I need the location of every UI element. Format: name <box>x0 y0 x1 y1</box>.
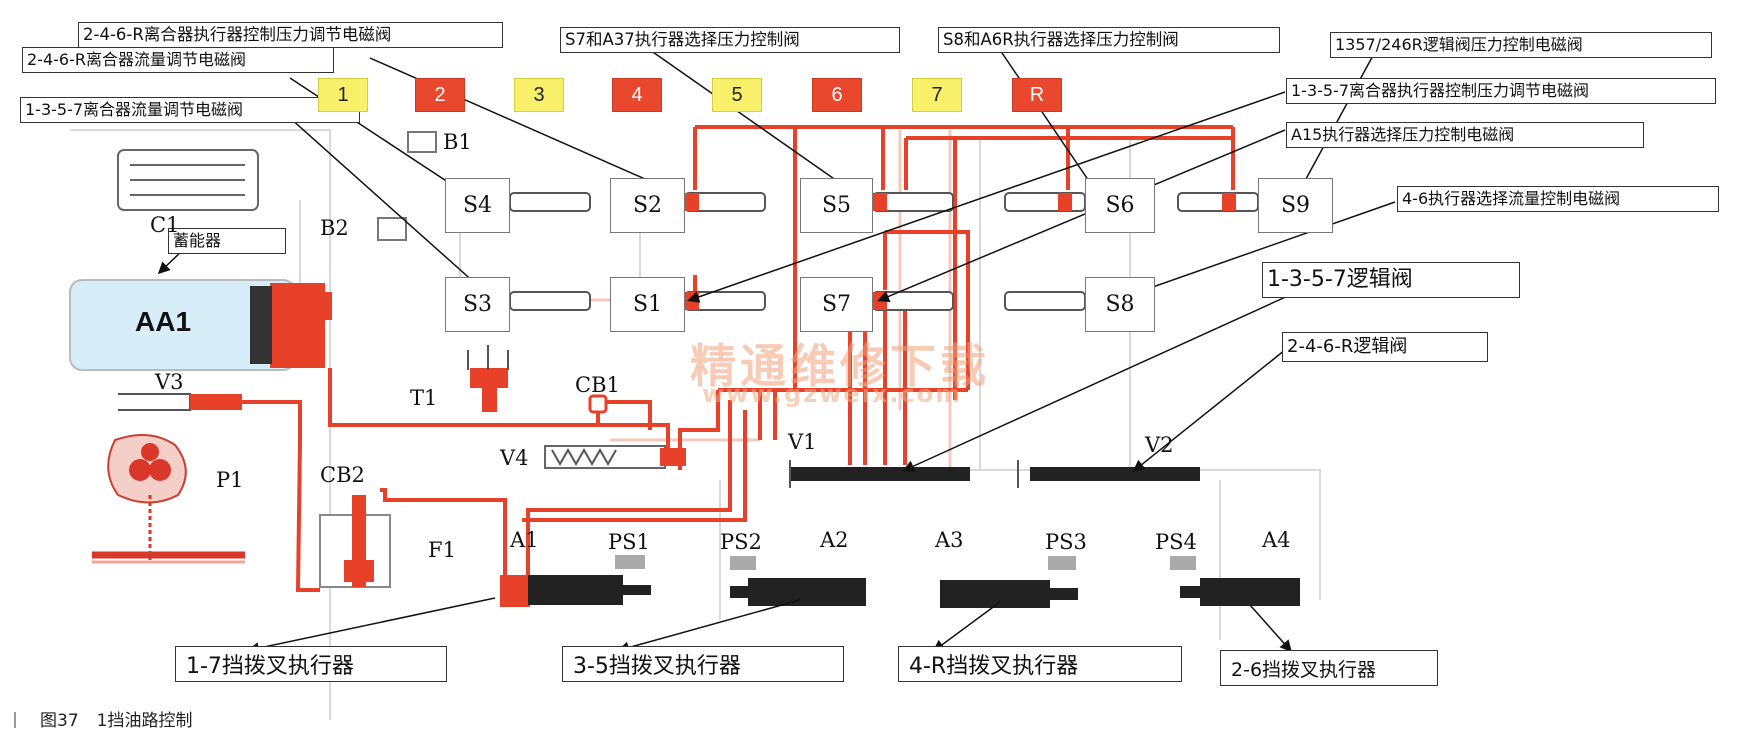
figure-caption: 图37 1挡油路控制 <box>14 706 192 731</box>
callout-246r-exec-pressure: 2-4-6-R离合器执行器控制压力调节电磁阀 <box>78 22 503 48</box>
callout-1357-exec-pressure: 1-3-5-7离合器执行器控制压力调节电磁阀 <box>1286 78 1716 104</box>
solenoid-s9: S9 <box>1258 178 1333 233</box>
callout-s8-a6r: S8和A6R执行器选择压力控制阀 <box>938 27 1280 53</box>
callout-accumulator: 蓄能器 <box>168 228 286 254</box>
label-b1: B1 <box>443 130 472 154</box>
label-ps3: PS3 <box>1045 530 1087 554</box>
fork-label-1-7: 1-7挡拨叉执行器 <box>175 646 447 682</box>
label-aa1: AA1 <box>135 306 192 337</box>
label-t1: T1 <box>410 386 438 410</box>
valve-t1 <box>467 345 509 412</box>
label-cb1: CB1 <box>575 373 620 397</box>
figure-title: 1挡油路控制 <box>96 711 193 731</box>
logic-valve-v2 <box>1017 460 1200 488</box>
clutch-c1 <box>117 149 259 211</box>
solenoid-plungers <box>509 192 1259 311</box>
valve-v3 <box>118 393 242 411</box>
label-v1: V1 <box>788 430 817 454</box>
filter-f1 <box>319 495 391 588</box>
actuator-a4 <box>1170 556 1300 606</box>
callout-246r-flow: 2-4-6-R离合器流量调节电磁阀 <box>22 47 334 73</box>
gear-box-5: 5 <box>712 78 762 112</box>
box-b1 <box>407 131 437 153</box>
label-p1: P1 <box>216 468 244 492</box>
callout-logic-246r: 2-4-6-R逻辑阀 <box>1282 332 1488 362</box>
label-f1: F1 <box>428 538 456 562</box>
solenoid-s3: S3 <box>445 277 510 332</box>
actuator-a1 <box>500 555 651 607</box>
label-a3: A3 <box>935 528 964 552</box>
label-a2: A2 <box>820 528 849 552</box>
label-v2: V2 <box>1145 433 1174 457</box>
label-ps1: PS1 <box>608 530 650 554</box>
actuator-a2 <box>730 556 866 606</box>
watermark-url: www.gzweix.com <box>702 380 963 408</box>
label-a1: A1 <box>510 528 539 552</box>
check-valve-cb1 <box>588 394 608 414</box>
gear-box-6: 6 <box>812 78 862 112</box>
callout-s7-a37: S7和A37执行器选择压力控制阀 <box>560 27 900 53</box>
solenoid-s1: S1 <box>610 277 685 332</box>
pump-p1 <box>92 434 245 564</box>
box-b2 <box>377 217 407 241</box>
callout-a15-select: A15执行器选择压力控制电磁阀 <box>1286 122 1644 148</box>
fork-label-2-6: 2-6挡拨叉执行器 <box>1220 650 1438 686</box>
fork-label-4-r: 4-R挡拨叉执行器 <box>898 646 1182 682</box>
callout-logic-pressure: 1357/246R逻辑阀压力控制电磁阀 <box>1330 32 1712 58</box>
actuator-a3 <box>940 556 1078 608</box>
logic-valve-v1 <box>789 460 970 488</box>
accumulator-aa1 <box>69 279 332 371</box>
active-oil-lines <box>235 125 1235 592</box>
gear-box-7: 7 <box>912 78 962 112</box>
label-v3: V3 <box>155 370 184 394</box>
gear-box-2: 2 <box>415 78 465 112</box>
solenoid-s5: S5 <box>800 178 873 233</box>
solenoid-s7: S7 <box>800 277 873 332</box>
solenoid-s8: S8 <box>1085 277 1155 332</box>
label-ps4: PS4 <box>1155 530 1197 554</box>
gear-box-3: 3 <box>514 78 564 112</box>
fork-label-3-5: 3-5挡拨叉执行器 <box>562 646 844 682</box>
label-a4: A4 <box>1262 528 1291 552</box>
caption-divider <box>14 712 16 728</box>
label-b2: B2 <box>320 216 349 240</box>
label-v4: V4 <box>500 446 529 470</box>
figure-number: 图37 <box>40 711 79 731</box>
label-ps2: PS2 <box>720 530 762 554</box>
gear-box-1: 1 <box>318 78 368 112</box>
solenoid-s6: S6 <box>1085 178 1155 233</box>
valve-v4 <box>544 445 686 469</box>
gear-box-4: 4 <box>612 78 662 112</box>
gear-box-r: R <box>1012 78 1062 112</box>
watermark-text: 精通维修下载 <box>690 339 990 393</box>
callout-logic-1357: 1-3-5-7逻辑阀 <box>1262 262 1520 298</box>
active-solenoid-ports <box>685 193 1236 310</box>
callout-a46-flow: 4-6执行器选择流量控制电磁阀 <box>1397 186 1719 212</box>
label-c1: C1 <box>150 213 180 237</box>
solenoid-s2: S2 <box>610 178 685 233</box>
callout-1357-flow: 1-3-5-7离合器流量调节电磁阀 <box>20 97 360 123</box>
solenoid-s4: S4 <box>445 178 510 233</box>
label-cb2: CB2 <box>320 463 365 487</box>
